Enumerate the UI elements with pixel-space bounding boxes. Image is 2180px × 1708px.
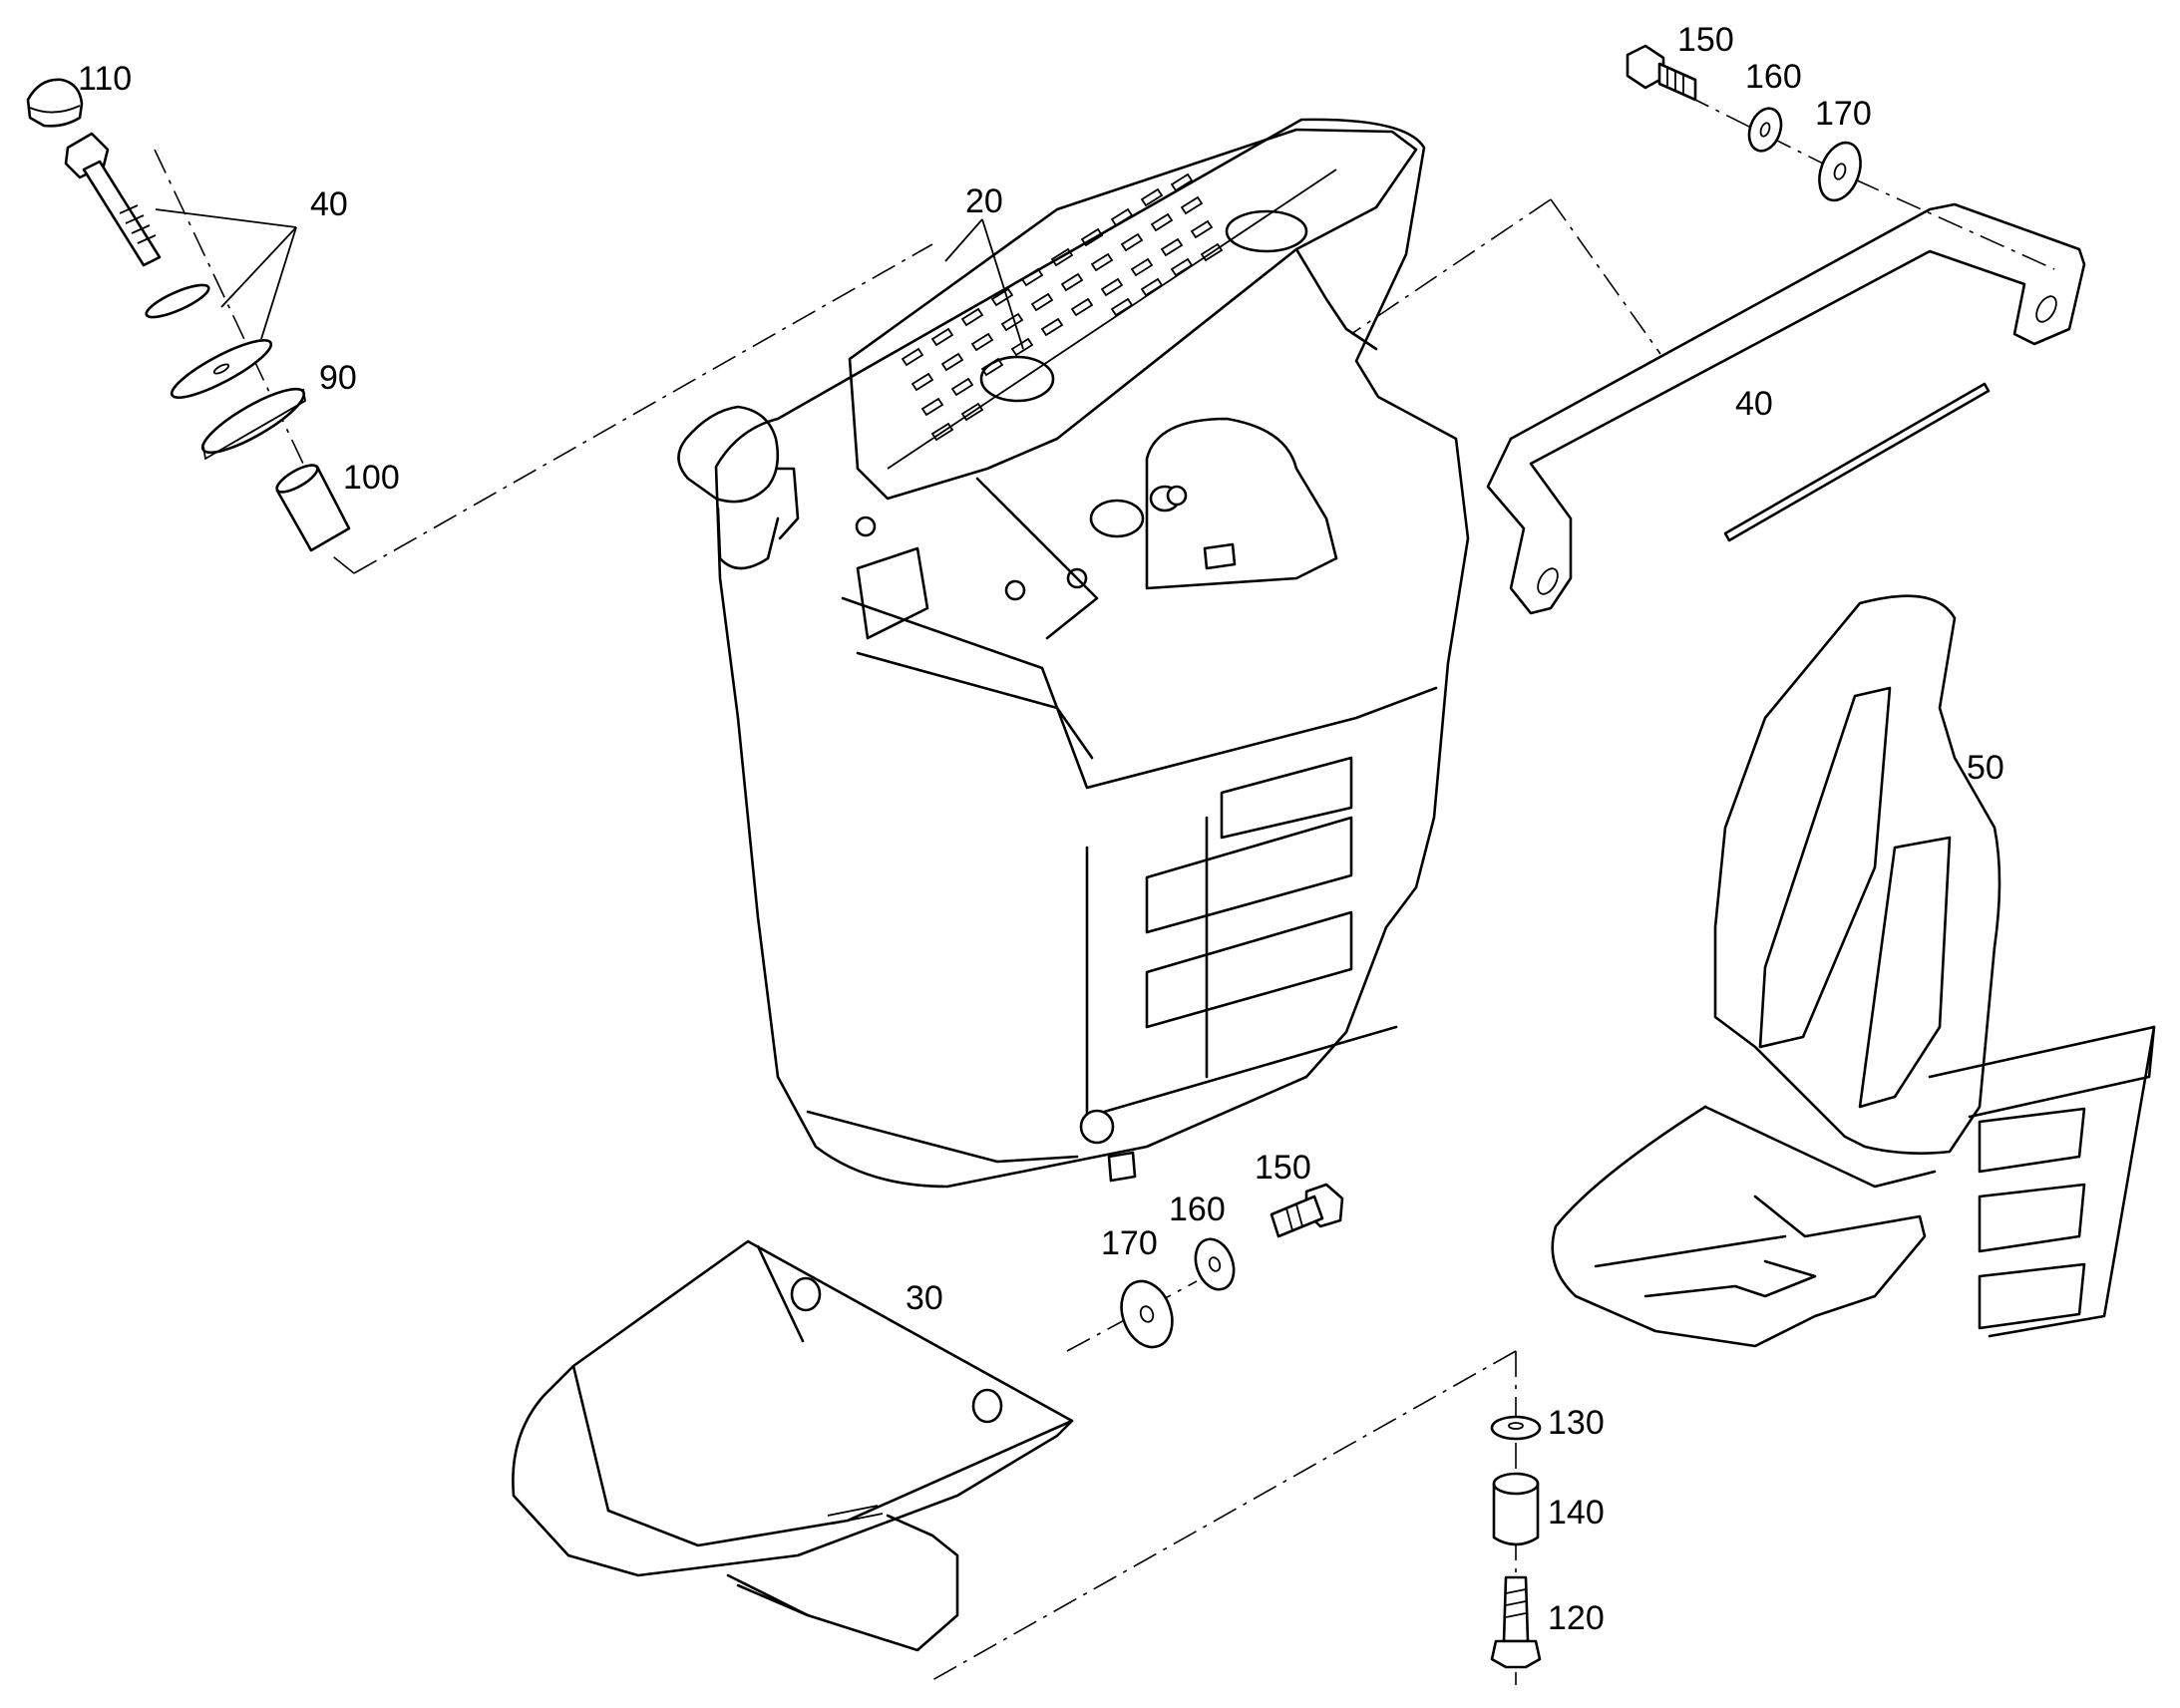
- callout-40-left: 40: [310, 185, 348, 223]
- fuel-tank: [677, 118, 1470, 1189]
- bolt-bottom: [1270, 1183, 1344, 1238]
- callout-20: 20: [965, 182, 1003, 220]
- washer-170-top: [1818, 141, 1862, 202]
- callout-30: 30: [906, 1279, 943, 1317]
- callout-150-top: 150: [1677, 21, 1734, 59]
- callout-50: 50: [1967, 749, 2004, 787]
- mounting-bracket: [1486, 202, 2086, 615]
- washer-large-left: [170, 339, 273, 399]
- washer-170-bottom: [1120, 1279, 1174, 1349]
- callout-110: 110: [78, 60, 133, 98]
- bolt-120: [1490, 1575, 1542, 1669]
- washer-small-left: [145, 283, 210, 319]
- callout-120: 120: [1548, 1599, 1605, 1637]
- callout-150-bottom: 150: [1255, 1149, 1311, 1187]
- callout-160-bottom: 160: [1169, 1191, 1226, 1228]
- sleeve-140: [1492, 1472, 1540, 1546]
- callout-90: 90: [319, 359, 357, 397]
- callout-140: 140: [1548, 1494, 1605, 1532]
- acorn-nut: [26, 78, 84, 128]
- hex-bolt-left: [64, 132, 162, 267]
- callout-160-top: 160: [1745, 58, 1802, 96]
- washer-160-top: [1747, 107, 1783, 153]
- callout-40-right: 40: [1735, 385, 1773, 423]
- spacer-sleeve: [275, 464, 351, 552]
- callout-130: 130: [1548, 1404, 1605, 1442]
- callout-100: 100: [343, 459, 400, 497]
- washer-160-bottom: [1194, 1237, 1236, 1291]
- callout-170-bottom: 170: [1101, 1224, 1158, 1262]
- callout-170-top: 170: [1815, 95, 1872, 133]
- side-shield: [1551, 594, 2156, 1348]
- washer-130: [1490, 1415, 1542, 1441]
- bottom-cover: [512, 1239, 1074, 1652]
- bolt-top-right: [1626, 44, 1697, 102]
- rubber-washer: [200, 387, 306, 461]
- assembly-lines: [154, 94, 2055, 1685]
